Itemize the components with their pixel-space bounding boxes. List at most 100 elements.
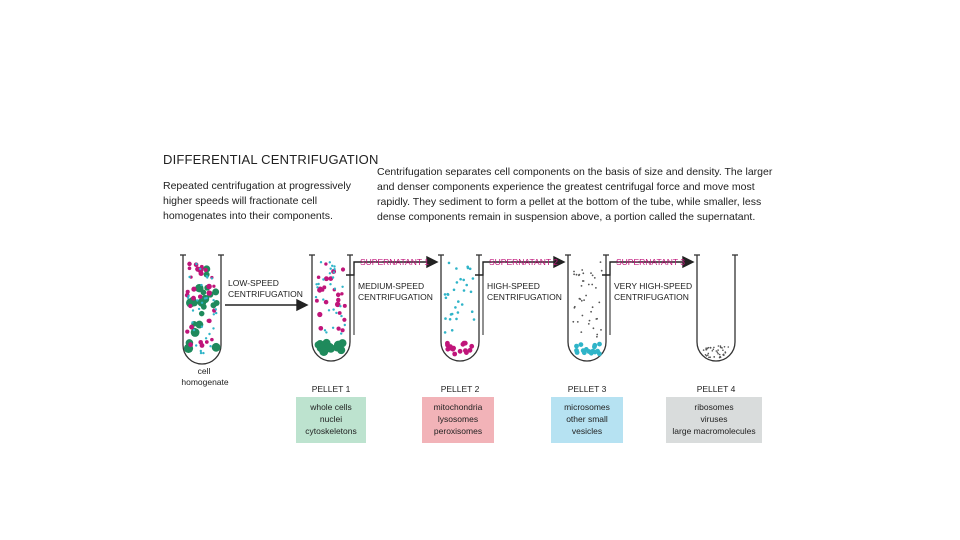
pellet-1-contents: whole cells nuclei cytoskeletons [296, 397, 366, 443]
microsome-particle [201, 302, 203, 304]
pellet-item: whole cells [296, 401, 366, 413]
mitochondria-particle [210, 338, 214, 342]
microsome-particle [329, 283, 331, 285]
ribosome-particle [588, 323, 590, 325]
pellet-4-particle [713, 347, 715, 349]
speed-line: CENTRIFUGATION [358, 292, 433, 303]
microsome-particle [198, 308, 200, 310]
pellet-4-particle [703, 349, 705, 351]
ribosome-particle [592, 306, 594, 308]
ribosome-particle [588, 284, 590, 286]
pellet-item: ribosomes [666, 401, 762, 413]
high-speed-label: HIGH-SPEED CENTRIFUGATION [487, 281, 562, 303]
microsome-particle [472, 277, 475, 280]
ribosome-particle [593, 327, 595, 329]
pellet-item: cytoskeletons [296, 425, 366, 437]
microsome-particle [195, 263, 197, 265]
ribosome-particle [585, 295, 587, 297]
mitochondria-particle [317, 275, 321, 279]
arrow-head [297, 300, 307, 310]
microsome-particle [200, 350, 202, 352]
microsome-particle [473, 318, 476, 321]
microsome-particle [332, 308, 334, 310]
ribosome-particle [589, 320, 591, 322]
pellet-2-particle [458, 349, 463, 354]
pellet-item: vesicles [551, 425, 623, 437]
pellet-4-particle [717, 353, 719, 355]
mitochondria-particle [200, 343, 205, 348]
pellet-4-particle [707, 347, 709, 349]
microsome-particle [331, 265, 333, 267]
pellet-2-contents: mitochondria lysosomes peroxisomes [422, 397, 494, 443]
microsome-particle [457, 300, 460, 303]
microsome-particle [192, 309, 194, 311]
mitochondria-particle [336, 298, 340, 302]
microsome-particle [461, 303, 464, 306]
pellet-4-particle [708, 353, 710, 355]
pellet-3-contents: microsomes other small vesicles [551, 397, 623, 443]
speed-line: MEDIUM-SPEED [358, 281, 433, 292]
pellet-3-particle [592, 343, 597, 348]
mitochondria-particle [341, 328, 345, 332]
microsome-particle [329, 272, 331, 274]
microsome-particle [444, 331, 447, 334]
mitochondria-particle [324, 300, 329, 305]
microsome-particle [211, 277, 213, 279]
mitochondria-particle [340, 292, 343, 295]
microsome-particle [449, 318, 452, 321]
pellet-4-particle [725, 351, 727, 353]
speed-line: CENTRIFUGATION [228, 289, 303, 300]
microsome-particle [315, 296, 317, 298]
mitochondria-particle [338, 311, 342, 315]
ribosome-particle [576, 274, 578, 276]
homogenate-label-2: homogenate [170, 377, 240, 388]
pellet-4-particle [707, 354, 709, 356]
ribosome-particle [596, 334, 598, 336]
pellet-4-particle [706, 349, 708, 351]
speed-line: CENTRIFUGATION [614, 292, 692, 303]
ribosome-particle [579, 298, 581, 300]
microsome-particle [456, 281, 459, 284]
speed-line: LOW-SPEED [228, 278, 303, 289]
pellet-item: large macromolecules [666, 425, 762, 437]
microsome-particle [200, 284, 202, 286]
ribosome-particle [573, 273, 575, 275]
mitochondria-particle [207, 319, 211, 323]
ribosome-particle [573, 271, 575, 273]
low-speed-label: LOW-SPEED CENTRIFUGATION [228, 278, 303, 300]
mitochondria-particle [198, 294, 202, 298]
mitochondria-particle [324, 276, 329, 281]
nucleus-particle [212, 343, 221, 352]
homogenate-label: cell [184, 366, 224, 377]
supernatant-1-label: SUPERNATANT 1 [360, 257, 429, 267]
mitochondria-particle [343, 304, 347, 308]
pellet-4-particle [722, 349, 724, 351]
microsome-particle [448, 262, 451, 265]
ribosome-particle [577, 321, 579, 323]
microsome-particle [465, 284, 468, 287]
ribosome-particle [574, 307, 576, 309]
pellet-4-particle [719, 354, 721, 356]
mitochondria-particle [185, 329, 189, 333]
microsome-particle [340, 332, 342, 334]
microsome-particle [459, 278, 462, 281]
pellet-4-particle [720, 356, 722, 358]
microsome-particle [444, 317, 447, 320]
microsome-particle [445, 297, 448, 300]
pellet-3-particle [593, 350, 598, 355]
ribosome-particle [583, 299, 585, 301]
mitochondria-particle [188, 342, 193, 347]
microsome-particle [328, 309, 330, 311]
pellet-4-particle [718, 345, 720, 347]
mitochondria-particle [206, 290, 211, 295]
mitochondria-particle [189, 325, 194, 330]
pellet-3-particle [579, 342, 584, 347]
mitochondria-particle [212, 285, 215, 288]
microsome-particle [324, 329, 326, 331]
microsome-particle [188, 276, 190, 278]
speed-line: VERY HIGH-SPEED [614, 281, 692, 292]
nucleus-particle [212, 288, 219, 295]
microsome-particle [341, 286, 343, 288]
microsome-particle [325, 331, 327, 333]
pellet-4-particle [728, 346, 730, 348]
